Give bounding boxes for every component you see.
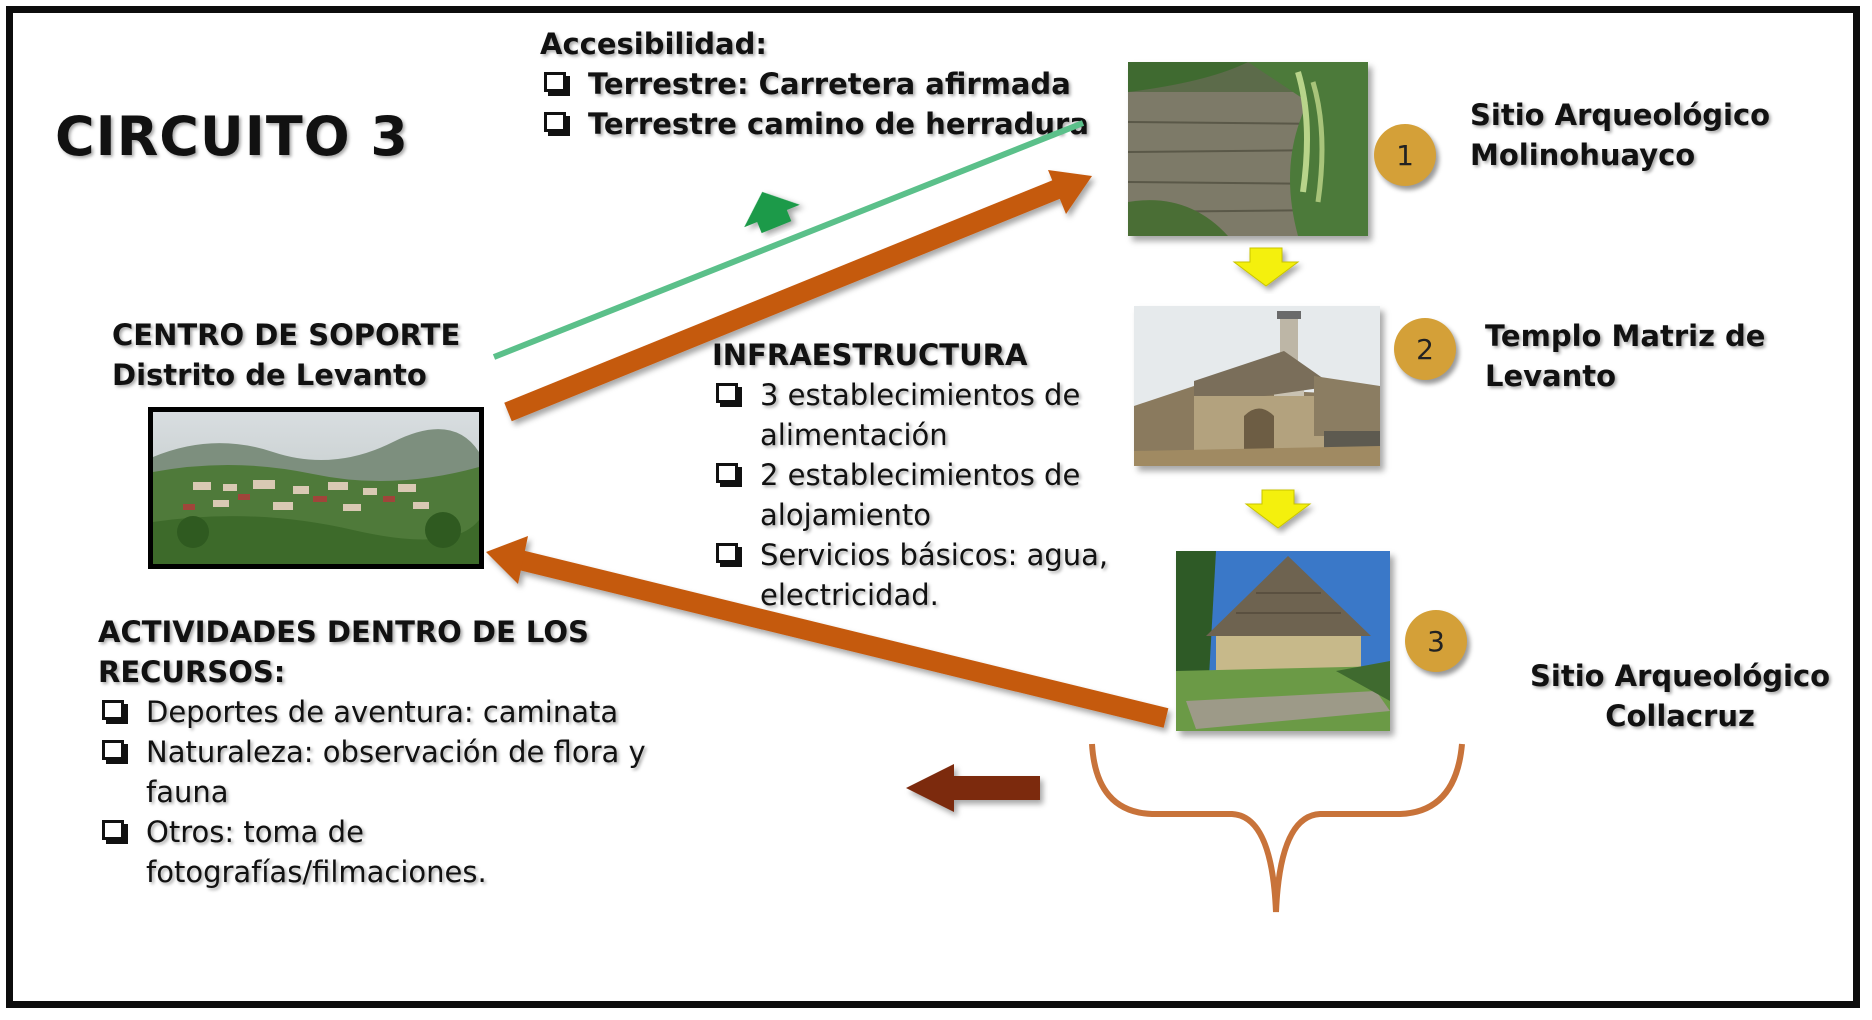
route-arrow-to-site-1 xyxy=(504,170,1092,422)
checkbox-icon xyxy=(102,820,124,840)
activities-block: ACTIVIDADES DENTRO DE LOS RECURSOS: Depo… xyxy=(98,612,698,892)
checkbox-icon xyxy=(544,72,566,92)
green-arrow-icon xyxy=(744,191,800,234)
down-arrow-icon xyxy=(1244,489,1312,529)
accessibility-item: Terrestre: Carretera afirmada xyxy=(540,64,1100,104)
activities-heading: ACTIVIDADES DENTRO DE LOS RECURSOS: xyxy=(98,615,589,689)
infrastructure-block: INFRAESTRUCTURA 3 establecimientos de al… xyxy=(712,335,1152,615)
accessibility-item: Terrestre camino de herradura xyxy=(540,104,1100,144)
support-center-label: CENTRO DE SOPORTE Distrito de Levanto xyxy=(112,318,461,392)
checkbox-icon xyxy=(716,383,738,403)
templo-matriz-photo xyxy=(1134,306,1380,466)
site-number-badge: 1 xyxy=(1374,124,1436,186)
site-label: Sitio Arqueológico Molinohuayco xyxy=(1470,98,1771,172)
infrastructure-item: 3 establecimientos de alimentación xyxy=(712,375,1152,455)
accessibility-block: Accesibilidad: Terrestre: Carretera afir… xyxy=(540,24,1100,144)
activity-item: Deportes de aventura: caminata xyxy=(98,692,698,732)
page-title: CIRCUITO 3 xyxy=(55,105,409,168)
left-arrow-icon xyxy=(906,764,1040,812)
levanto-district-photo xyxy=(148,407,484,569)
site-number-badge: 3 xyxy=(1405,610,1467,672)
checkbox-icon xyxy=(716,543,738,563)
infrastructure-item: 2 establecimientos de alojamiento xyxy=(712,455,1152,535)
checkbox-icon xyxy=(716,463,738,483)
site-label: Sitio Arqueológico Collacruz xyxy=(1530,659,1831,733)
site-number-badge: 2 xyxy=(1394,318,1456,380)
checkbox-icon xyxy=(102,700,124,720)
infrastructure-heading: INFRAESTRUCTURA xyxy=(712,338,1028,372)
access-route-line xyxy=(492,120,1085,360)
site-label: Templo Matriz de Levanto xyxy=(1485,319,1766,393)
accessibility-heading: Accesibilidad: xyxy=(540,27,767,61)
collacruz-photo xyxy=(1176,551,1390,731)
molinohuayco-photo xyxy=(1128,62,1368,236)
route-arrow-to-center xyxy=(486,536,1169,728)
activity-item: Otros: toma de fotografías/filmaciones. xyxy=(98,812,698,892)
down-arrow-icon xyxy=(1232,247,1300,287)
checkbox-icon xyxy=(544,112,566,132)
infrastructure-item: Servicios básicos: agua, electricidad. xyxy=(712,535,1152,615)
checkbox-icon xyxy=(102,740,124,760)
activity-item: Naturaleza: observación de flora y fauna xyxy=(98,732,698,812)
grouping-brace xyxy=(1089,743,1465,913)
